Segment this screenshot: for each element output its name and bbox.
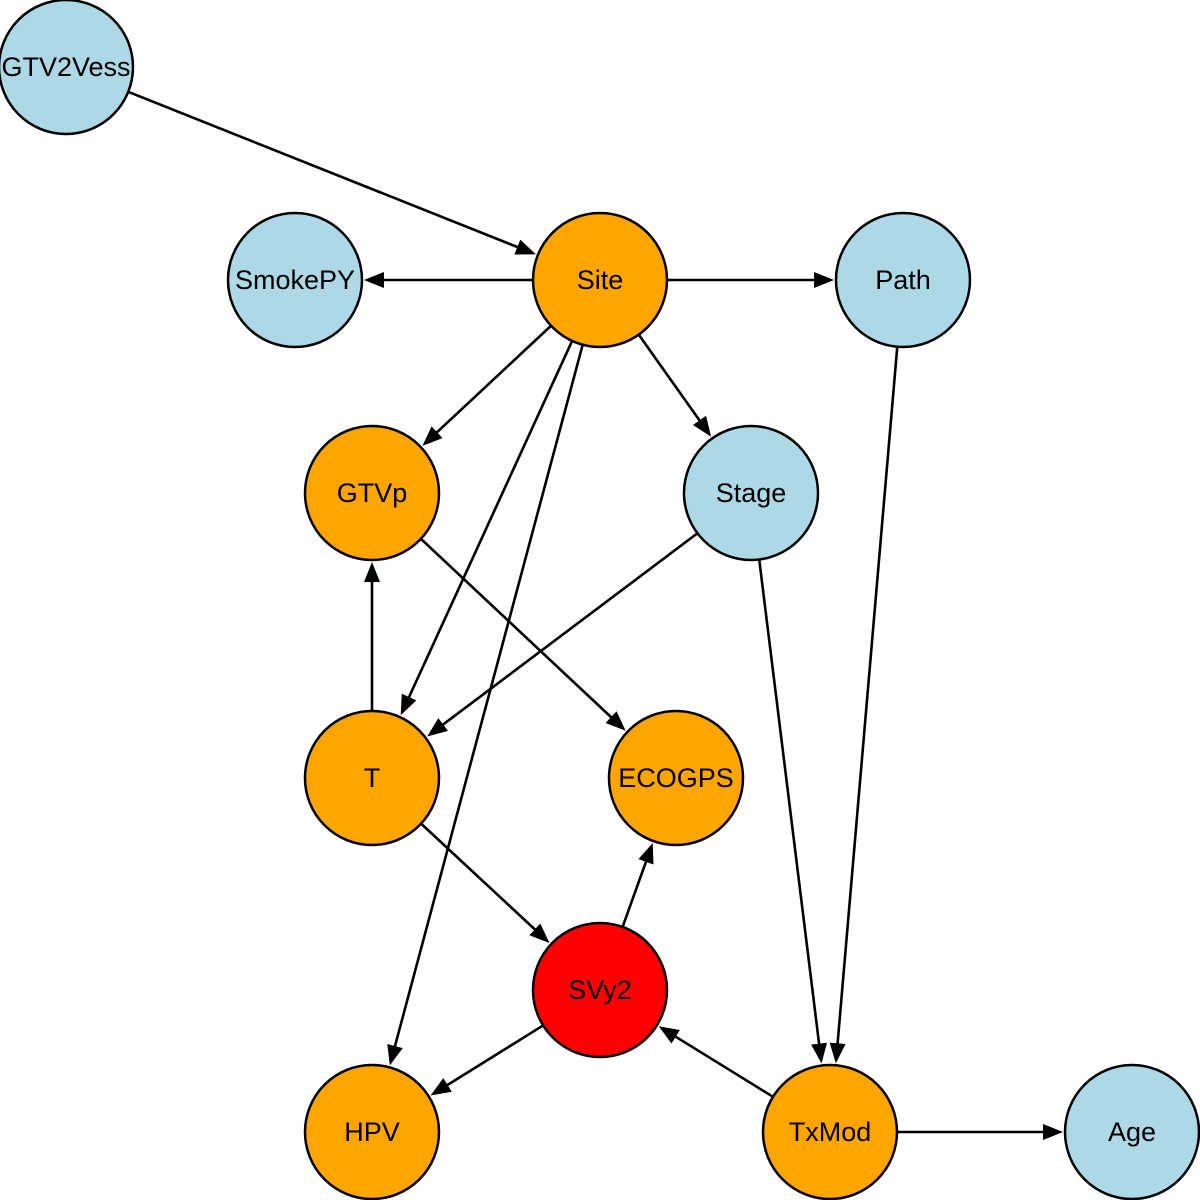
arrowhead-icon: [514, 239, 536, 255]
arrowhead-icon: [658, 1026, 680, 1044]
node-circle: [531, 211, 669, 349]
node-stage: Stage: [682, 424, 820, 562]
node-age: Age: [1063, 1063, 1200, 1200]
node-label: ECOGPS: [618, 763, 734, 793]
edges-layer: [127, 90, 1063, 1140]
edge-line: [419, 537, 614, 720]
node-label: GTV2Vess: [1, 52, 130, 82]
arrowhead-icon: [364, 272, 384, 288]
node-smokepy: SmokePY: [226, 211, 364, 349]
arrowhead-icon: [422, 426, 443, 446]
edge-line: [637, 333, 702, 423]
edge-line: [757, 559, 821, 1046]
edge-site-to-path: [667, 272, 834, 288]
edge-gtv2vess-to-site: [127, 90, 536, 255]
node-label: GTVp: [337, 478, 408, 508]
node-circle: [682, 424, 820, 562]
node-label: Stage: [716, 478, 787, 508]
edge-line: [420, 822, 538, 932]
node-circle: [607, 709, 745, 847]
edge-line: [836, 346, 899, 1046]
edge-line: [621, 859, 648, 928]
edge-site-to-hpv: [387, 344, 584, 1066]
arrowhead-icon: [430, 1078, 452, 1096]
edge-line: [127, 90, 520, 249]
node-circle: [761, 1063, 899, 1200]
arrowhead-icon: [1043, 1124, 1063, 1140]
node-circle: [303, 709, 441, 847]
arrowhead-icon: [605, 711, 626, 731]
edge-line: [440, 532, 699, 727]
arrowhead-icon: [693, 415, 712, 437]
node-label: TxMod: [789, 1117, 872, 1147]
node-label: SVy2: [568, 975, 632, 1005]
edge-t-to-gtvp: [364, 562, 380, 711]
node-circle: [834, 211, 972, 349]
edge-site-to-gtvp: [422, 324, 552, 446]
node-site: Site: [531, 211, 669, 349]
edge-line: [407, 340, 574, 700]
edge-path-to-txmod: [829, 346, 899, 1064]
arrowhead-icon: [814, 272, 834, 288]
node-gtv2vess: GTV2Vess: [0, 0, 135, 136]
edge-svy2-to-hpv: [430, 1024, 544, 1096]
arrowhead-icon: [364, 562, 380, 582]
node-svy2: SVy2: [531, 921, 669, 1059]
edge-line: [673, 1034, 774, 1098]
node-ecogps: ECOGPS: [607, 709, 745, 847]
node-t: T: [303, 709, 441, 847]
edge-stage-to-txmod: [757, 559, 828, 1064]
edge-t-to-svy2: [420, 822, 550, 944]
node-label: HPV: [344, 1117, 400, 1147]
arrowhead-icon: [387, 1043, 403, 1066]
node-circle: [0, 0, 135, 136]
arrowhead-icon: [427, 718, 448, 737]
node-label: SmokePY: [235, 265, 355, 295]
edge-site-to-stage: [637, 333, 712, 437]
node-circle: [303, 424, 441, 562]
edge-svy2-to-ecogps: [621, 842, 654, 928]
arrowhead-icon: [529, 923, 550, 944]
node-txmod: TxMod: [761, 1063, 899, 1200]
edge-txmod-to-svy2: [658, 1026, 774, 1098]
node-circle: [226, 211, 364, 349]
node-hpv: HPV: [303, 1063, 441, 1200]
node-path: Path: [834, 211, 972, 349]
arrowhead-icon: [638, 842, 654, 865]
edge-line: [393, 344, 584, 1049]
node-label: Age: [1108, 1117, 1156, 1147]
edge-txmod-to-age: [897, 1124, 1063, 1140]
node-circle: [1063, 1063, 1200, 1200]
edge-line: [434, 324, 552, 435]
arrowhead-icon: [811, 1042, 828, 1064]
edge-site-to-t: [400, 340, 574, 716]
node-circle: [303, 1063, 441, 1200]
edge-stage-to-t: [427, 532, 699, 737]
edge-site-to-smokepy: [364, 272, 533, 288]
node-gtvp: GTVp: [303, 424, 441, 562]
edge-gtvp-to-ecogps: [419, 537, 626, 731]
node-label: Site: [577, 265, 624, 295]
node-circle: [531, 921, 669, 1059]
arrowhead-icon: [829, 1042, 846, 1064]
edge-line: [445, 1024, 544, 1088]
arrowhead-icon: [400, 693, 417, 716]
node-label: T: [364, 763, 381, 793]
node-label: Path: [875, 265, 931, 295]
